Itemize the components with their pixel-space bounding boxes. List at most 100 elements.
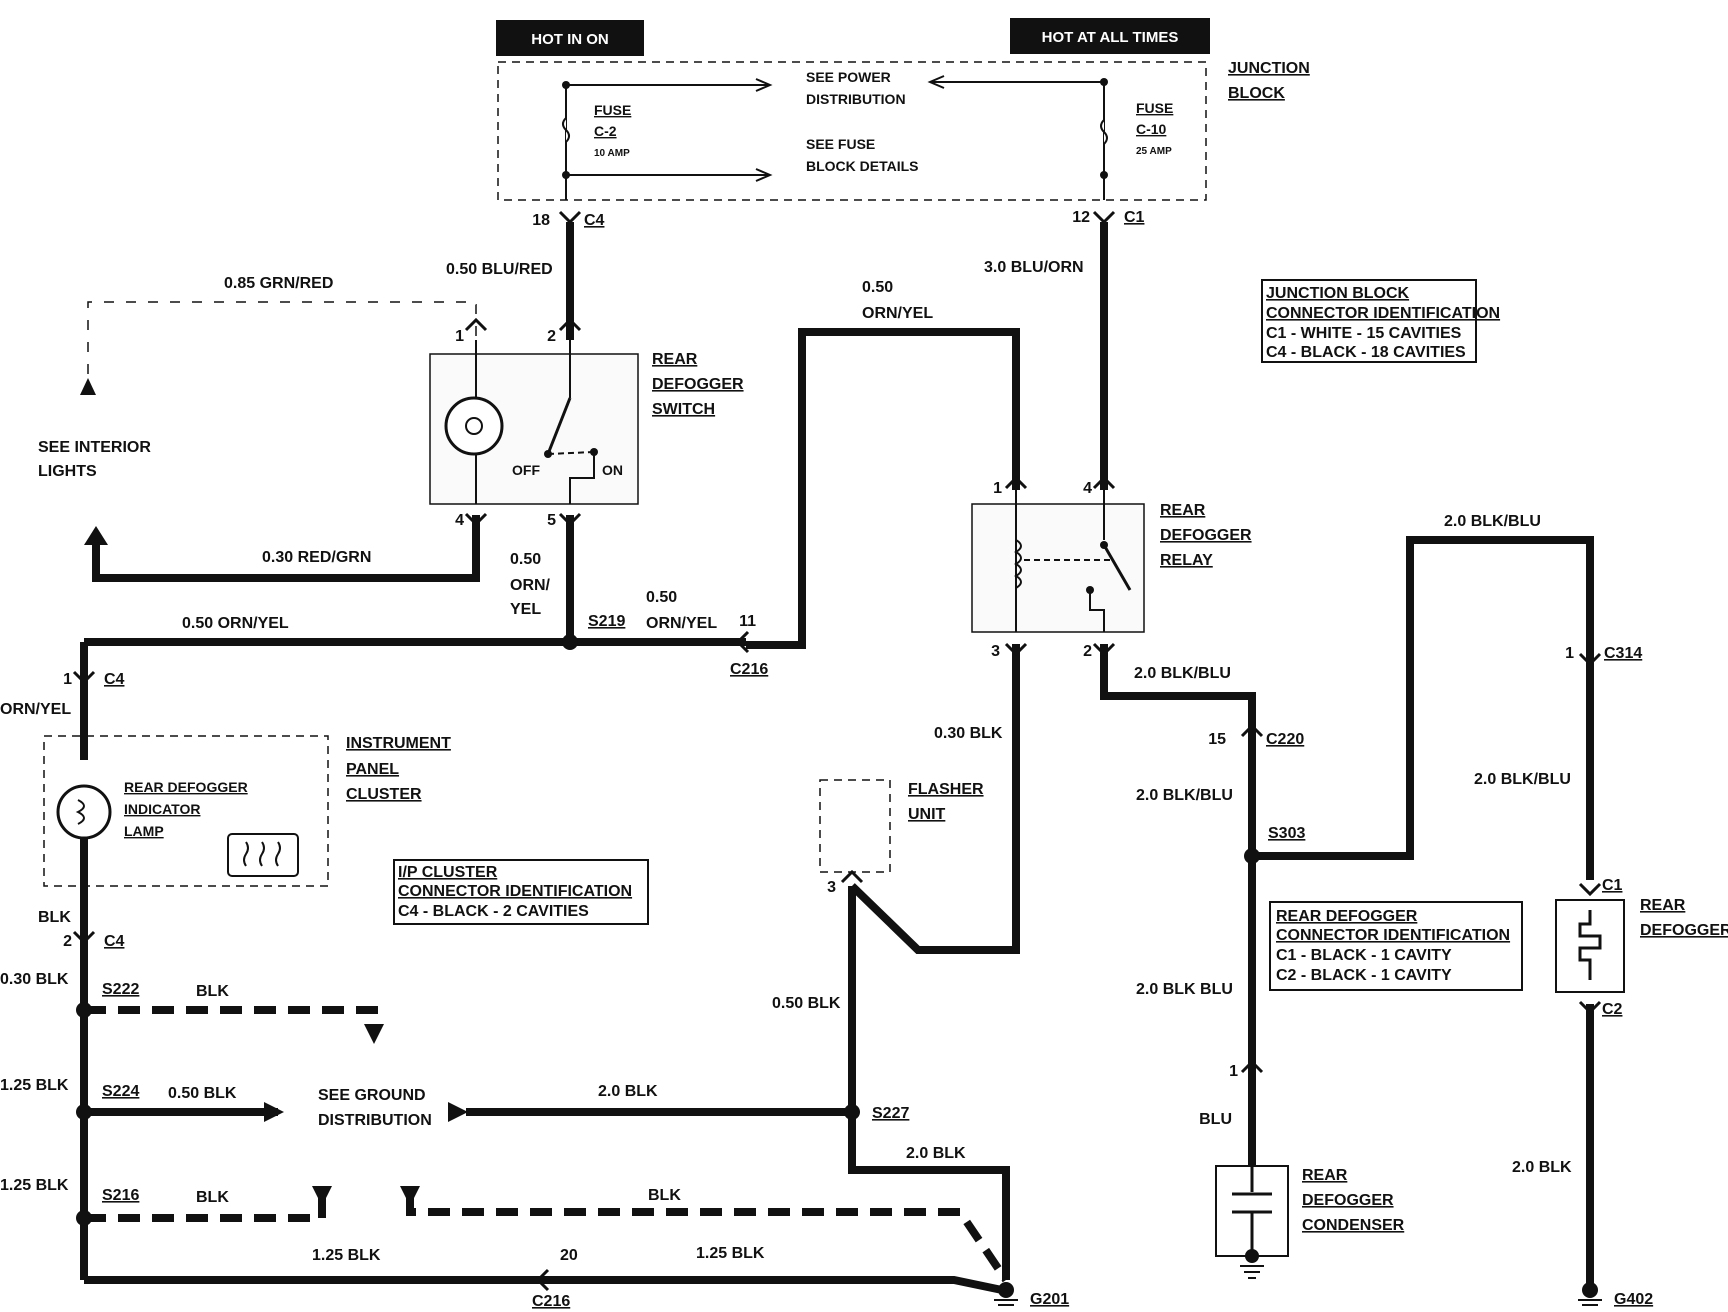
lbl-blu-red: 0.50 BLU/RED <box>446 261 553 278</box>
cluster-conn-2: C4 <box>104 933 125 950</box>
switch-pin-5: 5 <box>547 512 556 529</box>
jb-connector-id-line2: CONNECTOR IDENTIFICATION <box>1266 305 1500 322</box>
lbl-blk-flasher: 0.50 BLK <box>772 995 841 1012</box>
defogger-conn-c1: C1 <box>1602 877 1623 894</box>
switch-name-2: DEFOGGER <box>652 376 744 393</box>
ip-connector-id-line3: C4 - BLACK - 2 CAVITIES <box>398 903 589 920</box>
lbl-orn-yel-left: 0.50 ORN/YEL <box>182 615 289 632</box>
lbl-c314: C314 <box>1604 645 1642 662</box>
wire-blk-blu-relay <box>1100 644 1256 1080</box>
lbl-s219: S219 <box>588 613 625 630</box>
ground-dist-2: DISTRIBUTION <box>318 1112 432 1129</box>
splice-dots <box>76 634 1260 1226</box>
lbl-c314-pin: 1 <box>1565 645 1574 662</box>
lbl-blk-blu-lower: 2.0 BLK BLU <box>1136 981 1233 998</box>
relay-pin-1: 1 <box>993 480 1002 497</box>
switch-pin-2: 2 <box>547 328 556 345</box>
wire-blk-bottom <box>84 1276 1003 1294</box>
hot-at-all-times-label: HOT AT ALL TIMES <box>1042 29 1179 46</box>
wire-blk-flasher <box>848 886 1010 1280</box>
junction-block-title-2: BLOCK <box>1228 85 1285 102</box>
hot-in-on-banner: HOT IN ON <box>496 20 644 56</box>
lbl-s227: S227 <box>872 1105 909 1122</box>
cluster-lamp-3: LAMP <box>124 823 164 839</box>
g201-label: G201 <box>1030 1291 1069 1308</box>
ground-g402: G402 <box>1578 1282 1653 1308</box>
lbl-blk-relay: 0.30 BLK <box>934 725 1003 742</box>
relay-name-2: DEFOGGER <box>1160 527 1252 544</box>
condenser-wire: BLU <box>1199 1111 1232 1128</box>
rd-connector-id-line2: CONNECTOR IDENTIFICATION <box>1276 927 1510 944</box>
lbl-blk-s224-left: 1.25 BLK <box>0 1077 69 1094</box>
cluster-name-2: PANEL <box>346 761 399 778</box>
lbl-grn-red: 0.85 GRN/RED <box>224 275 333 292</box>
lbl-blk-blu-relay: 2.0 BLK/BLU <box>1134 665 1231 682</box>
switch-name-1: REAR <box>652 351 698 368</box>
cluster-pin-2: 2 <box>63 933 72 950</box>
lbl-blk-s216-left: 1.25 BLK <box>0 1177 69 1194</box>
lbl-orn-yel-mid-2: ORN/YEL <box>646 615 717 632</box>
relay-pin-4: 4 <box>1083 480 1092 497</box>
lbl-blk-blu-c314: 2.0 BLK/BLU <box>1474 771 1571 788</box>
wire-labels: 0.85 GRN/RED 0.50 BLU/RED 0.50 ORN/YEL 3… <box>0 259 1572 1264</box>
rear-defogger-relay: 1 4 3 2 REAR DEFOGGER RELAY <box>971 480 1252 660</box>
lbl-orn-yel-mid-1: 0.50 <box>646 589 677 606</box>
lbl-blk-s222: BLK <box>196 983 229 1000</box>
cluster-name-3: CLUSTER <box>346 786 422 803</box>
lbl-c216-bot: C216 <box>532 1293 570 1310</box>
lbl-orn-yel-top-2: ORN/YEL <box>862 305 933 322</box>
switch-pin-4: 4 <box>455 512 464 529</box>
lbl-blk-bottom-right: 1.25 BLK <box>696 1245 765 1262</box>
lbl-blk-c2: 2.0 BLK <box>1512 1159 1572 1176</box>
ip-connector-id-line1: I/P CLUSTER <box>398 864 498 881</box>
hot-in-on-label: HOT IN ON <box>531 31 609 48</box>
jb-pin-c1: 12 <box>1072 209 1090 226</box>
jb-connector-id-line1: JUNCTION BLOCK <box>1266 285 1410 302</box>
lbl-blk-blu-top: 2.0 BLK/BLU <box>1444 513 1541 530</box>
rd-connector-id-line4: C2 - BLACK - 1 CAVITY <box>1276 967 1452 984</box>
wire-blk-relay-flasher <box>849 644 1020 954</box>
lbl-c216-bot-pin: 20 <box>560 1247 578 1264</box>
flasher-pin: 3 <box>827 879 836 896</box>
lbl-blk-dash-right: BLK <box>648 1187 681 1204</box>
switch-name-3: SWITCH <box>652 401 715 418</box>
see-power-1: SEE POWER <box>806 69 891 85</box>
wire-blk-blu-defogger <box>1252 536 1594 880</box>
condenser-name-3: CONDENSER <box>1302 1217 1405 1234</box>
flasher-name-1: FLASHER <box>908 781 984 798</box>
ip-connector-id-box: I/P CLUSTER CONNECTOR IDENTIFICATION C4 … <box>393 859 649 925</box>
lbl-c220-pin: 15 <box>1208 731 1226 748</box>
jb-pin-c4: 18 <box>532 212 550 229</box>
relay-name-3: RELAY <box>1160 552 1213 569</box>
condenser-name-2: DEFOGGER <box>1302 1192 1394 1209</box>
rear-defogger: C1 C2 REAR DEFOGGER <box>1555 877 1728 1018</box>
see-fuse-1: SEE FUSE <box>806 136 875 152</box>
wire-grn-red <box>80 299 479 395</box>
rd-connector-id-line1: REAR DEFOGGER <box>1276 908 1418 925</box>
lbl-s303: S303 <box>1268 825 1305 842</box>
flasher-unit: 3 FLASHER UNIT <box>819 779 984 896</box>
relay-name-1: REAR <box>1160 502 1206 519</box>
lbl-blk-s216: BLK <box>196 1189 229 1206</box>
see-fuse-2: BLOCK DETAILS <box>806 158 919 174</box>
fuse-c10-rating: 25 AMP <box>1136 146 1172 157</box>
interior-lights-1: SEE INTERIOR <box>38 439 151 456</box>
connector-marks <box>72 210 1602 1292</box>
lbl-orn-yel-sw-2: ORN/ <box>510 577 551 594</box>
jb-conn-c1: C1 <box>1124 209 1145 226</box>
lbl-blk-blu-s303: 2.0 BLK/BLU <box>1136 787 1233 804</box>
lbl-blk-bottom-left: 1.25 BLK <box>312 1247 381 1264</box>
condenser-name-1: REAR <box>1302 1167 1348 1184</box>
lbl-orn-yel-sw-1: 0.50 <box>510 551 541 568</box>
wire-red-grn <box>92 515 480 582</box>
defogger-conn-c2: C2 <box>1602 1001 1623 1018</box>
switch-pin-1: 1 <box>455 328 464 345</box>
g402-label: G402 <box>1614 1291 1653 1308</box>
flasher-name-2: UNIT <box>908 806 946 823</box>
lbl-s216: S216 <box>102 1187 139 1204</box>
cluster-name-1: INSTRUMENT <box>346 735 451 752</box>
lbl-c220: C220 <box>1266 731 1304 748</box>
lbl-orn-yel-top-1: 0.50 <box>862 279 893 296</box>
hot-at-all-times-banner: HOT AT ALL TIMES <box>1010 18 1210 54</box>
